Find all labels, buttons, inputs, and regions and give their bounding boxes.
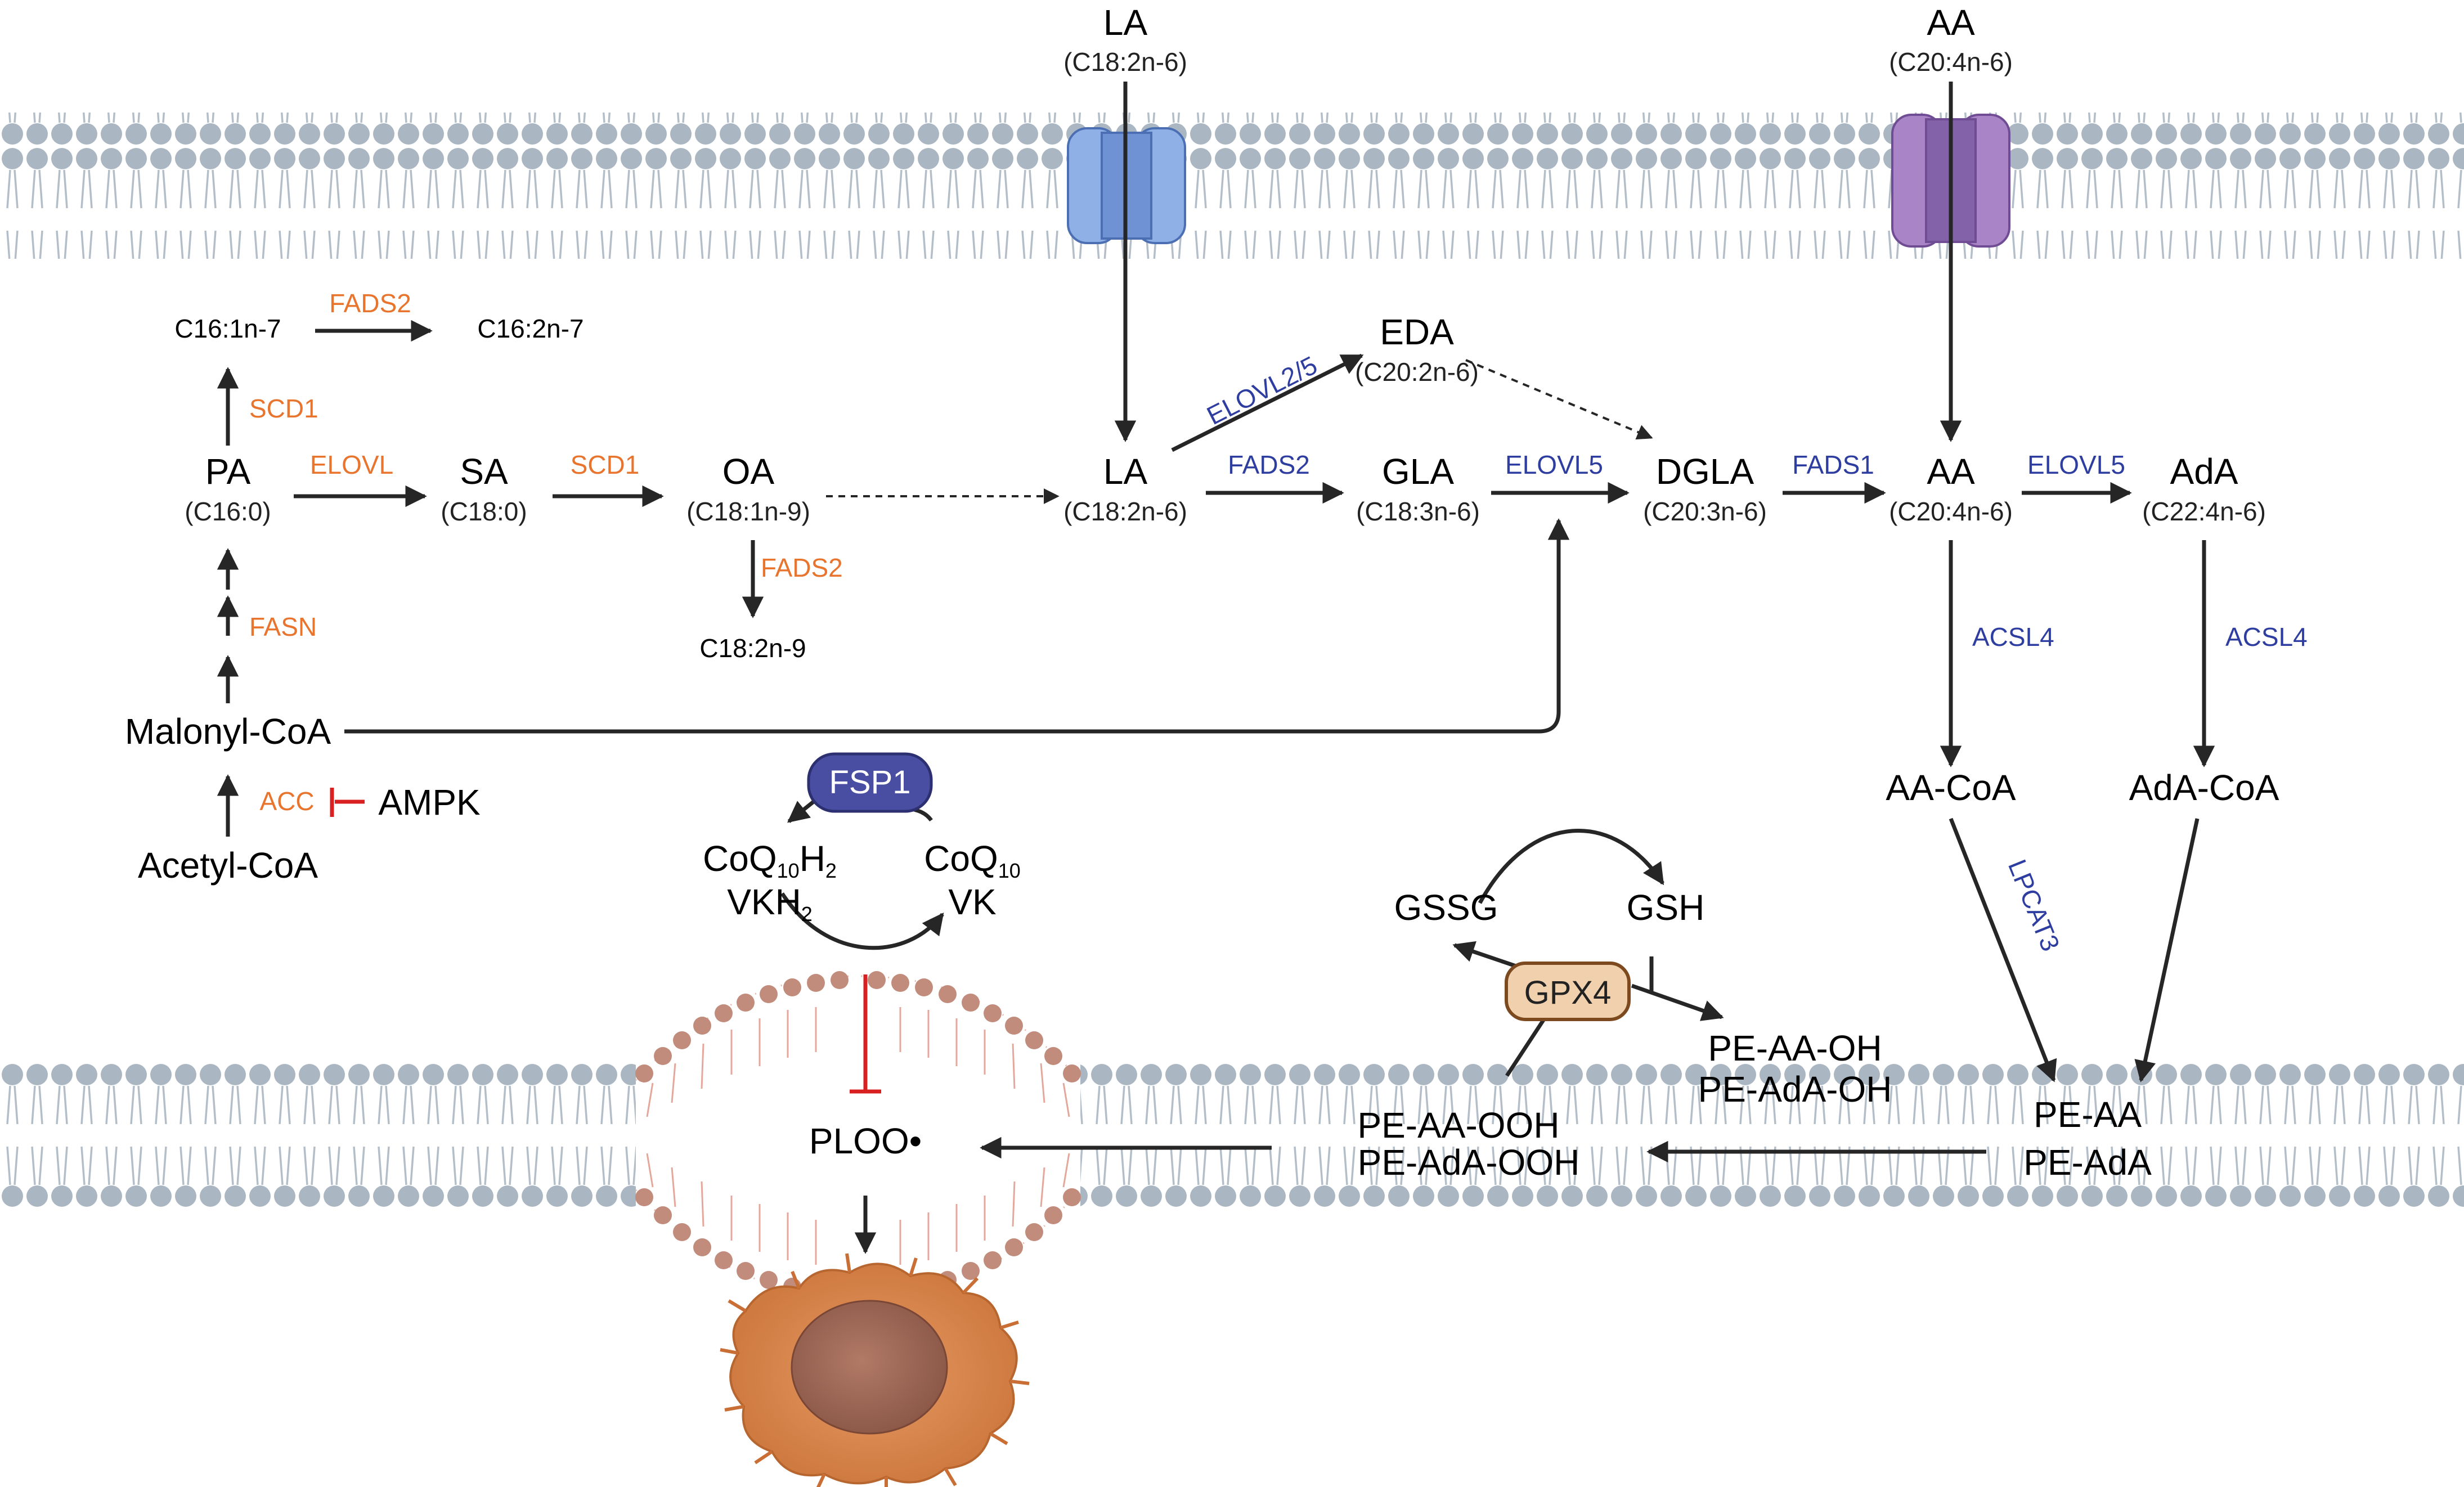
fasn-label: FASN xyxy=(249,612,317,641)
gla-formula: (C18:3n-6) xyxy=(1356,497,1480,526)
elovl25-label: ELOVL2/5 xyxy=(1202,350,1322,430)
acc-label: ACC xyxy=(259,787,314,816)
fads2-n6-label: FADS2 xyxy=(1228,450,1310,479)
ampk-label: AMPK xyxy=(378,782,480,823)
fsp1-enzyme: FSP1 xyxy=(807,752,933,813)
dgla-name: DGLA xyxy=(1656,451,1754,492)
sa-formula: (C18:0) xyxy=(441,497,527,526)
aa-uptake-formula: (C20:4n-6) xyxy=(1889,47,2013,77)
vk-label: VK xyxy=(948,882,996,922)
elovl5-a-label: ELOVL5 xyxy=(1505,450,1603,479)
eda-formula: (C20:2n-6) xyxy=(1355,357,1479,387)
fads1-label: FADS1 xyxy=(1792,450,1874,479)
pe-aa-label: PE-AA xyxy=(2034,1094,2142,1135)
la-uptake-name: LA xyxy=(1103,2,1148,43)
gla-name: GLA xyxy=(1382,451,1454,492)
la-uptake-formula: (C18:2n-6) xyxy=(1063,47,1187,77)
dying-cell-icon xyxy=(720,1253,1030,1487)
pa-formula: (C16:0) xyxy=(185,497,271,526)
gpx4-enzyme: GPX4 xyxy=(1505,962,1631,1021)
pe-aa-oh-label: PE-AA-OH xyxy=(1708,1028,1882,1068)
aa-name: AA xyxy=(1927,451,1975,492)
eda-name: EDA xyxy=(1380,312,1454,352)
gpx4-label: GPX4 xyxy=(1524,974,1612,1011)
ploo-radical-label: PLOO• xyxy=(809,1121,922,1161)
fads2-down-label: FADS2 xyxy=(761,553,843,582)
cell-nucleus xyxy=(791,1300,948,1435)
acetyl-coa-label: Acetyl-CoA xyxy=(138,845,318,886)
oa-formula: (C18:1n-9) xyxy=(686,497,810,526)
acsl4-a-label: ACSL4 xyxy=(1972,622,2054,652)
fsp1-label: FSP1 xyxy=(829,764,910,801)
scd1-mid-label: SCD1 xyxy=(571,450,640,479)
c16-2n7-label: C16:2n-7 xyxy=(477,314,584,343)
aa-uptake-name: AA xyxy=(1927,2,1975,43)
la-name: LA xyxy=(1103,451,1148,492)
dgla-formula: (C20:3n-6) xyxy=(1643,497,1767,526)
malonyl-coa-label: Malonyl-CoA xyxy=(125,711,331,752)
elovl5-b-label: ELOVL5 xyxy=(2027,450,2125,479)
damaged-membrane-bulge xyxy=(635,971,1081,1303)
coq10h2-label: CoQ10H2 xyxy=(703,838,837,882)
oa-name: OA xyxy=(722,451,775,492)
sa-name: SA xyxy=(460,451,508,492)
pe-ada-label: PE-AdA xyxy=(2023,1142,2152,1183)
plasma-membrane-top xyxy=(0,113,2464,259)
ada-coa-label: AdA-CoA xyxy=(2129,767,2279,808)
la-formula: (C18:2n-6) xyxy=(1063,497,1187,526)
fads2-top-label: FADS2 xyxy=(329,289,411,318)
pe-ada-ooh-label: PE-AdA-OOH xyxy=(1358,1142,1580,1183)
aa-coa-label: AA-CoA xyxy=(1886,767,2016,808)
aa-formula: (C20:4n-6) xyxy=(1889,497,2013,526)
arrows xyxy=(217,82,2215,1254)
lpcat3-label: LPCAT3 xyxy=(2003,855,2066,955)
inhibition-marks xyxy=(330,788,881,1094)
gssg-label: GSSG xyxy=(1394,887,1498,928)
pa-name: PA xyxy=(205,451,251,492)
ada-formula: (C22:4n-6) xyxy=(2142,497,2266,526)
coq10-label: CoQ10 xyxy=(924,838,1021,882)
vkh2-label: VKH2 xyxy=(727,882,813,926)
acsl4-b-label: ACSL4 xyxy=(2225,622,2308,652)
pe-ada-oh-label: PE-AdA-OH xyxy=(1698,1069,1892,1109)
plasma-membrane-bottom xyxy=(0,1062,2464,1209)
c16-1n7-label: C16:1n-7 xyxy=(174,314,281,343)
pe-aa-ooh-label: PE-AA-OOH xyxy=(1357,1105,1559,1145)
scd1-up-label: SCD1 xyxy=(249,394,318,423)
gsh-label: GSH xyxy=(1627,887,1705,928)
la-transporter-channel xyxy=(1067,127,1186,244)
aa-transporter-channel xyxy=(1891,114,2010,248)
ada-name: AdA xyxy=(2170,451,2238,492)
elovl-label: ELOVL xyxy=(310,450,393,479)
c18-2n9-label: C18:2n-9 xyxy=(699,634,806,663)
